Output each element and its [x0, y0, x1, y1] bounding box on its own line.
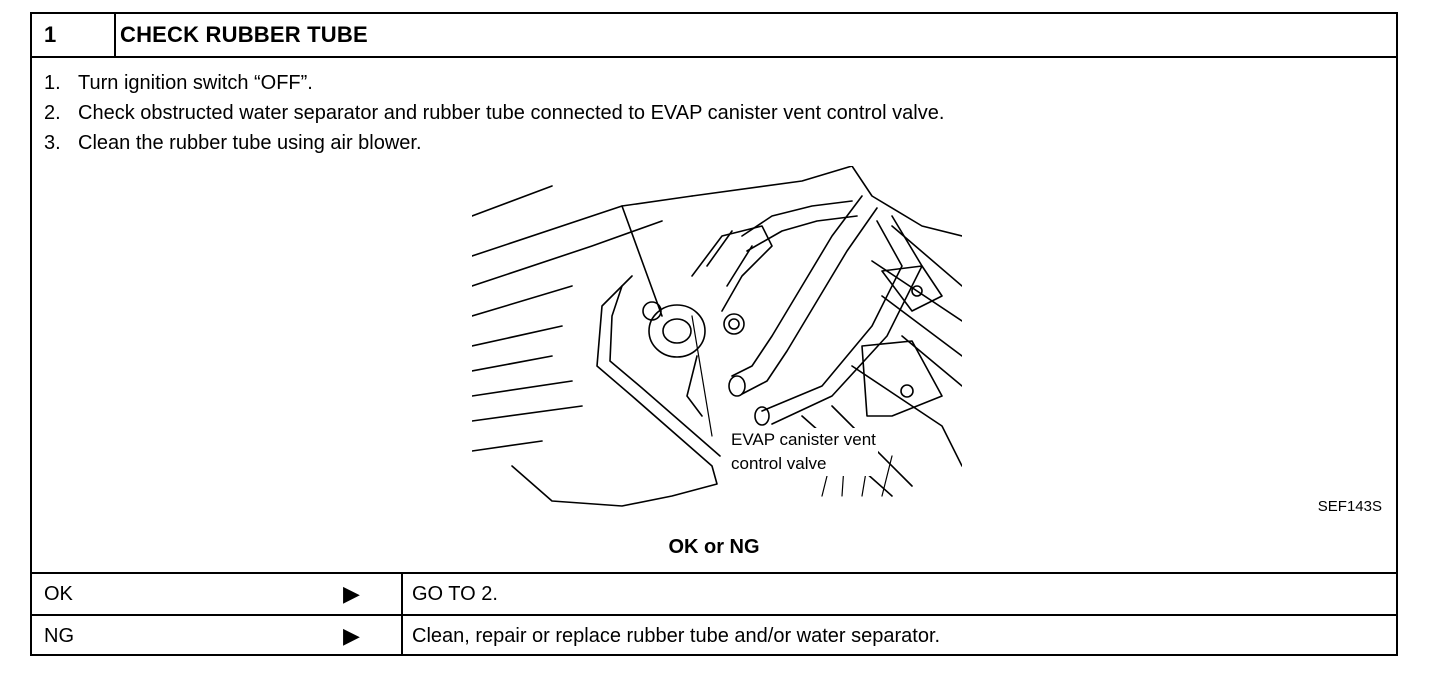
- instruction-list: 1.Turn ignition switch “OFF”. 2.Check ob…: [44, 68, 944, 158]
- arrow-right-icon: ▶: [343, 623, 360, 648]
- evap-valve-illustration: [472, 166, 962, 507]
- figure-code: SEF143S: [1317, 498, 1382, 515]
- outcome-action: GO TO 2.: [412, 583, 498, 605]
- outcome-result: OK: [44, 583, 73, 605]
- column-divider: [401, 574, 403, 614]
- table-header: 1 CHECK RUBBER TUBE: [32, 14, 1396, 58]
- arrow-right-icon: ▶: [343, 581, 360, 606]
- outcome-action: Clean, repair or replace rubber tube and…: [412, 625, 941, 647]
- instruction-item: 2.Check obstructed water separator and r…: [44, 102, 945, 124]
- figure-callout: EVAP canister vent control valve: [729, 428, 878, 476]
- instruction-item: 1.Turn ignition switch “OFF”.: [44, 72, 313, 94]
- step-number: 1: [32, 14, 116, 56]
- outcome-row-ng: NG ▶ Clean, repair or replace rubber tub…: [32, 614, 1396, 656]
- procedure-table: 1 CHECK RUBBER TUBE 1.Turn ignition swit…: [30, 12, 1398, 656]
- column-divider: [401, 616, 403, 656]
- outcome-result: NG: [44, 625, 74, 647]
- step-title: CHECK RUBBER TUBE: [120, 22, 368, 47]
- outcome-row-ok: OK ▶ GO TO 2.: [32, 572, 1396, 614]
- result-prompt: OK or NG: [668, 536, 760, 558]
- instruction-item: 3.Clean the rubber tube using air blower…: [44, 132, 422, 154]
